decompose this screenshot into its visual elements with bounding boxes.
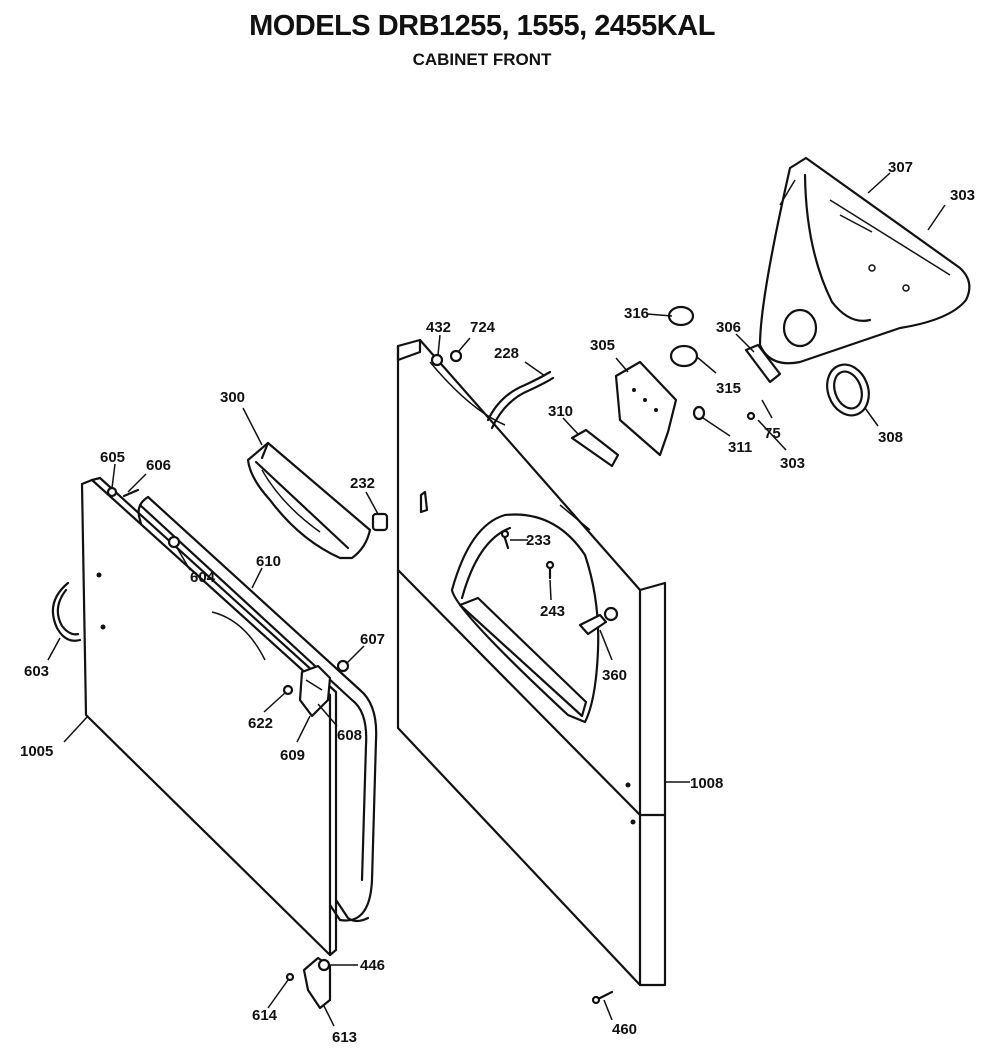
callout-303-bottom: 303 bbox=[780, 455, 805, 472]
callout-432: 432 bbox=[426, 319, 451, 336]
callout-607: 607 bbox=[360, 631, 385, 648]
callout-606: 606 bbox=[146, 457, 171, 474]
callout-613: 613 bbox=[332, 1029, 357, 1046]
callout-614: 614 bbox=[252, 1007, 278, 1024]
callout-460: 460 bbox=[612, 1021, 637, 1038]
callout-608: 608 bbox=[337, 727, 362, 744]
callout-306: 306 bbox=[716, 319, 741, 336]
callout-305: 305 bbox=[590, 337, 615, 354]
callout-303-top: 303 bbox=[950, 187, 975, 204]
callout-308: 308 bbox=[878, 429, 903, 446]
callout-243: 243 bbox=[540, 603, 565, 620]
callout-1005: 1005 bbox=[20, 743, 53, 760]
cabinet-front-panel bbox=[396, 338, 667, 987]
callout-603: 603 bbox=[24, 663, 49, 680]
callout-307: 307 bbox=[888, 159, 913, 176]
leader-lines bbox=[47, 172, 946, 1027]
callout-233: 233 bbox=[526, 532, 551, 549]
lint-filter bbox=[246, 441, 389, 560]
bracket-305 bbox=[614, 360, 678, 457]
callout-605: 605 bbox=[100, 449, 125, 466]
callout-311: 311 bbox=[728, 439, 752, 456]
callout-1008: 1008 bbox=[690, 775, 723, 792]
callout-604: 604 bbox=[190, 569, 216, 586]
callout-300: 300 bbox=[220, 389, 245, 406]
thermostat-parts bbox=[667, 305, 782, 421]
callout-labels: 307 303 316 306 305 315 75 311 303 308 4… bbox=[20, 159, 975, 1046]
callout-316: 316 bbox=[624, 305, 649, 322]
callout-315: 315 bbox=[716, 380, 741, 397]
diagram-title: MODELS DRB1255, 1555, 2455KAL bbox=[249, 10, 715, 42]
callout-228: 228 bbox=[494, 345, 519, 362]
callout-622: 622 bbox=[248, 715, 273, 732]
callout-232: 232 bbox=[350, 475, 375, 492]
callout-360: 360 bbox=[602, 667, 627, 684]
bracket-310 bbox=[570, 428, 620, 468]
diagram-subtitle: CABINET FRONT bbox=[412, 50, 552, 69]
callout-609: 609 bbox=[280, 747, 305, 764]
callout-310: 310 bbox=[548, 403, 573, 420]
door-panel-assembly bbox=[51, 476, 378, 957]
callout-75: 75 bbox=[764, 425, 781, 442]
callout-610: 610 bbox=[256, 553, 281, 570]
exhaust-duct-307 bbox=[758, 156, 971, 365]
duct-seal-ring-308 bbox=[826, 363, 870, 417]
bottom-hinge-parts bbox=[285, 956, 614, 1010]
callout-446: 446 bbox=[360, 957, 385, 974]
callout-724: 724 bbox=[470, 319, 496, 336]
